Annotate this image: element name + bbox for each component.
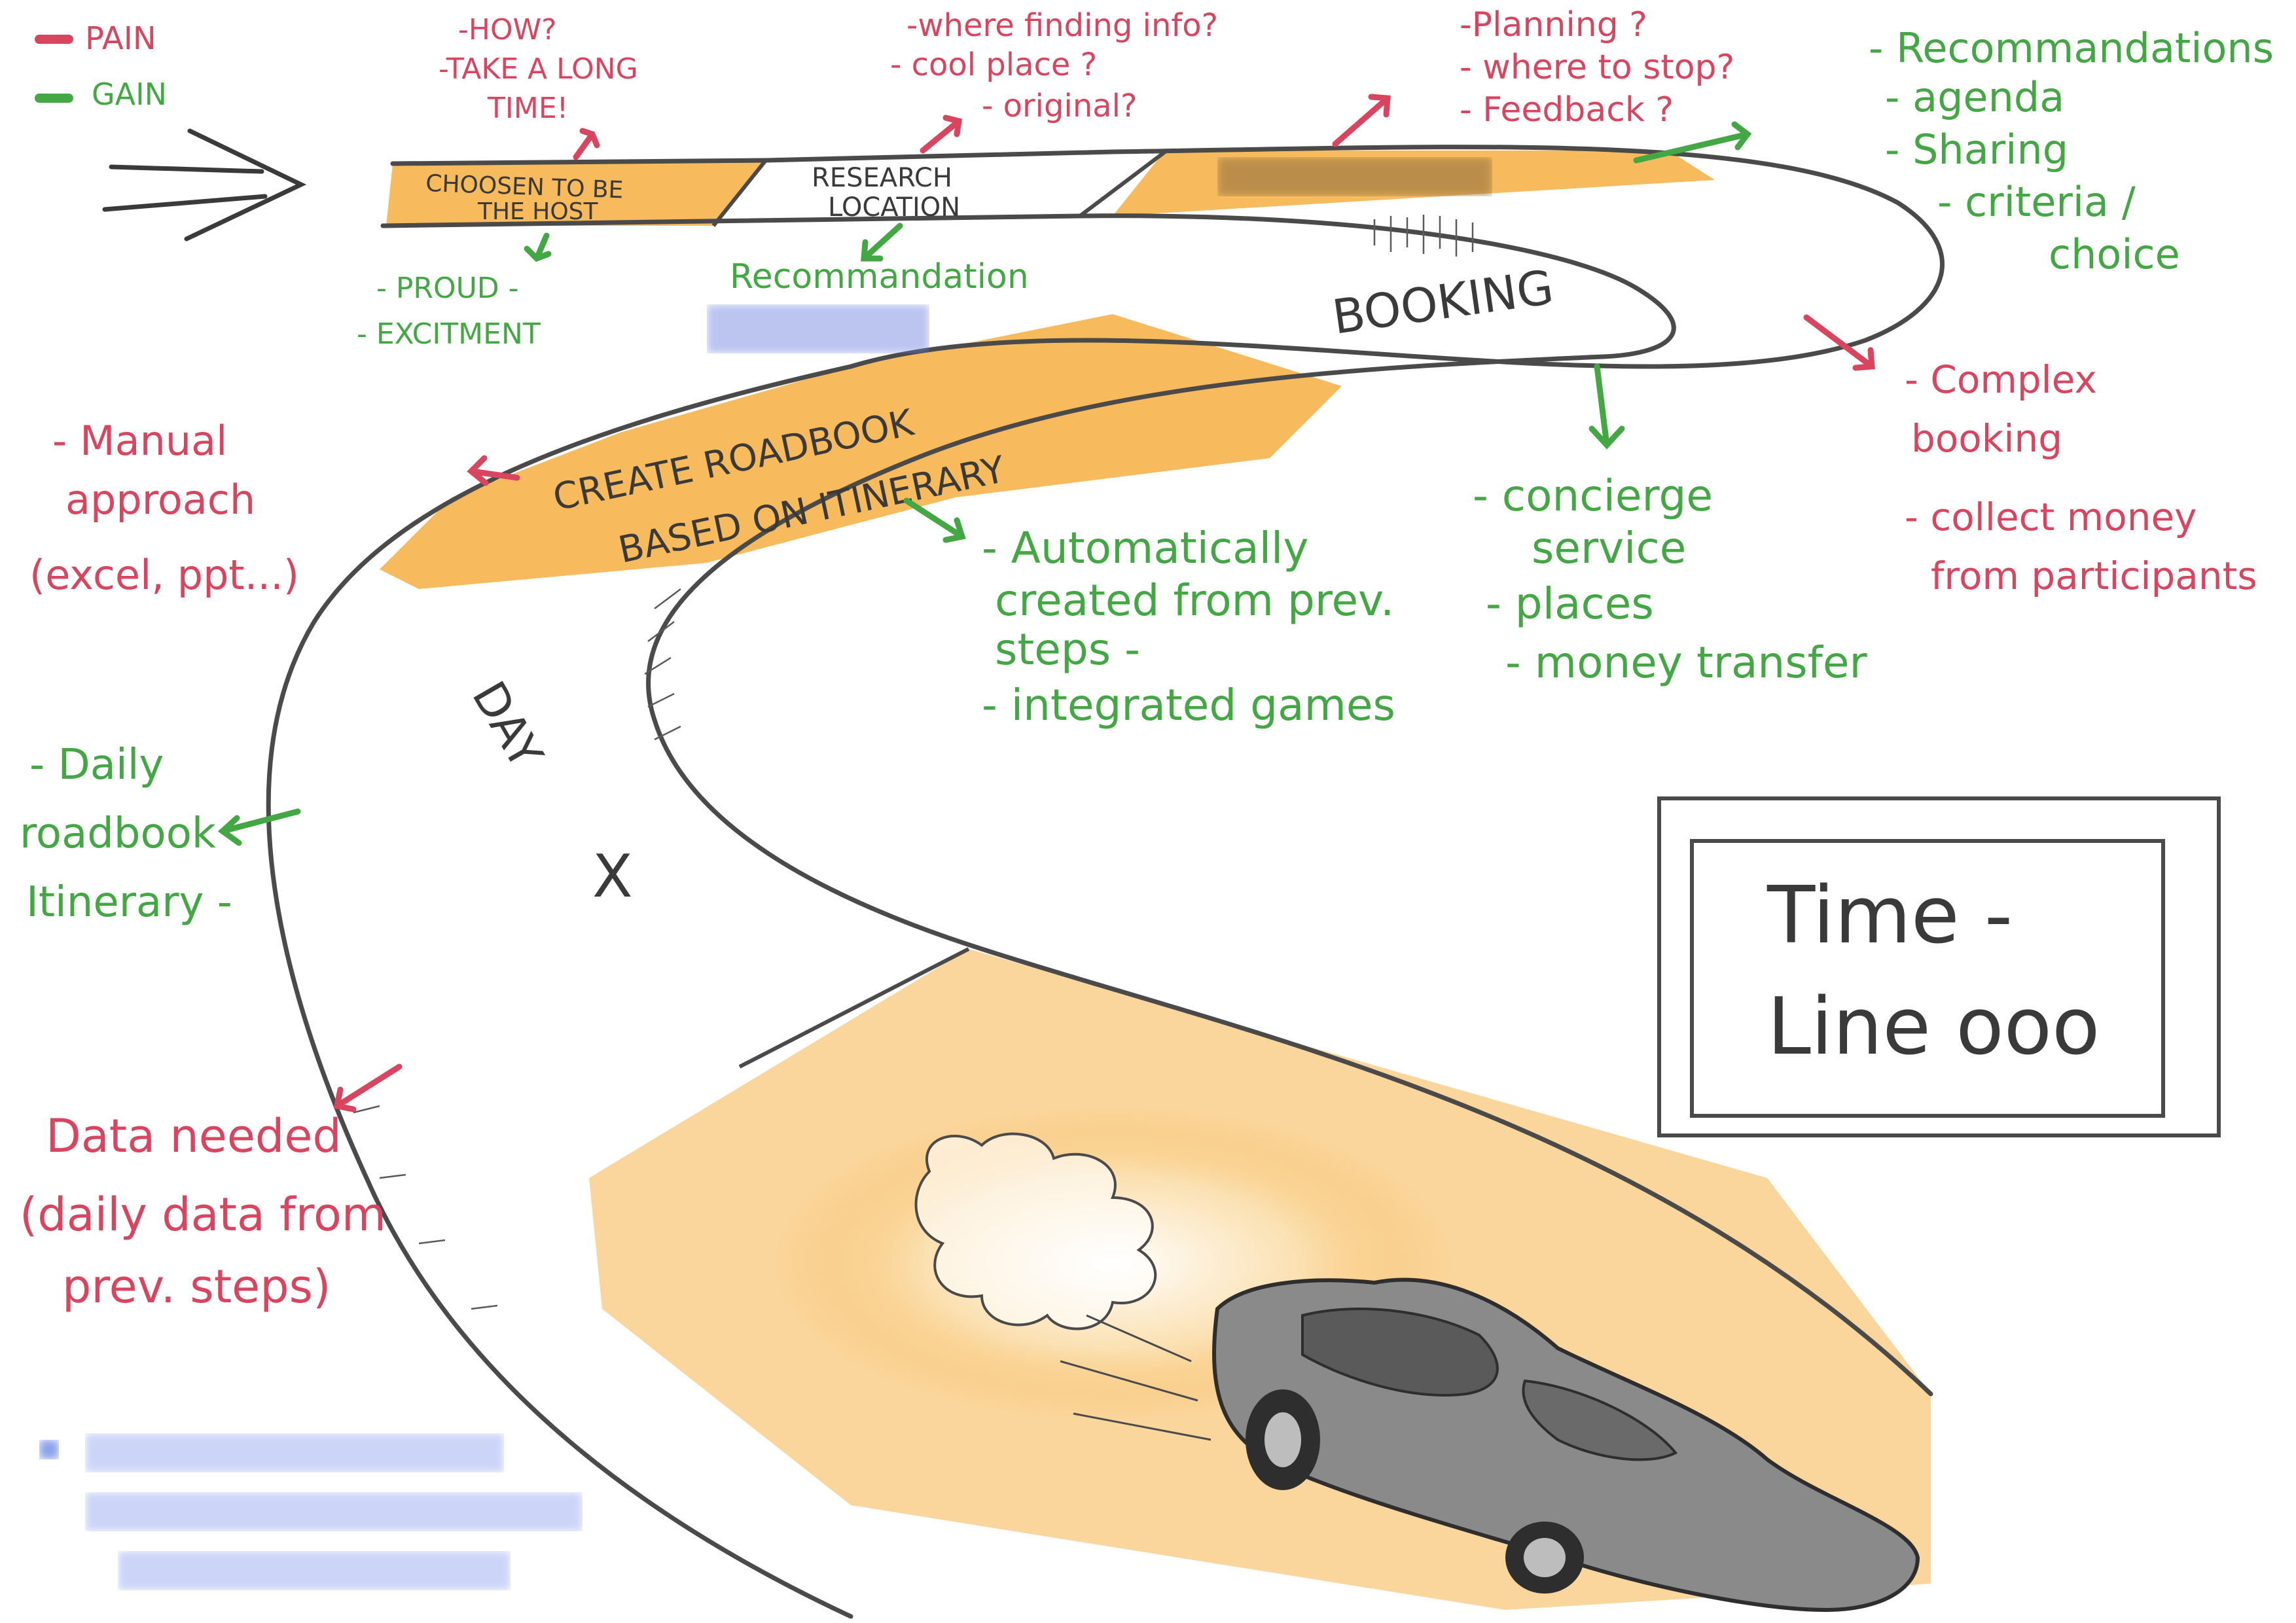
- gain-note: roadbook: [20, 810, 216, 858]
- gain-note: - criteria /: [1937, 178, 2136, 226]
- pain-notes-roadbook: - Manual approach (excel, ppt...): [29, 417, 299, 599]
- legend: PAIN GAIN: [35, 20, 167, 112]
- stage-chosen-label-2: THE HOST: [477, 198, 599, 225]
- stage-research: RESEARCH LOCATION: [812, 163, 960, 223]
- stage-day-suffix: X: [592, 842, 633, 911]
- gain-note: - PROUD -: [376, 272, 519, 305]
- gain-note: steps -: [995, 624, 1140, 675]
- pain-note: - where to stop?: [1460, 48, 1734, 87]
- pain-note: (excel, ppt...): [29, 551, 299, 599]
- gain-legend-label: GAIN: [92, 77, 167, 112]
- gain-note: - places: [1486, 579, 1654, 629]
- gain-note: Recommandation: [730, 257, 1029, 296]
- pain-note: Data needed: [46, 1109, 342, 1163]
- pain-notes-research: -where finding info? - cool place ? - or…: [890, 7, 1218, 124]
- stage-highlight-roadbook: [380, 314, 1342, 589]
- gain-note: - Sharing: [1885, 126, 2068, 173]
- gain-notes-day: - Daily roadbook Itinerary -: [20, 741, 232, 927]
- gain-notes-booking-mid: - concierge service - places - money tra…: [1473, 471, 1867, 688]
- pain-note: - cool place ?: [890, 46, 1097, 83]
- road-hatch: [353, 215, 1474, 1310]
- pain-note: - original?: [982, 88, 1137, 124]
- pain-legend-label: PAIN: [85, 20, 156, 57]
- stage-research-label-2: LOCATION: [828, 192, 960, 223]
- pain-note: (daily data from: [20, 1188, 386, 1241]
- pain-note: - Manual: [52, 417, 227, 465]
- start-arrow-icon: [102, 128, 307, 241]
- gain-note: - Recommandations: [1869, 24, 2274, 72]
- redacted-footnote: [39, 1433, 583, 1590]
- gain-note: - integrated games: [982, 680, 1395, 730]
- timeline-label-1: Time -: [1767, 870, 2013, 961]
- gain-note: - money transfer: [1505, 637, 1867, 688]
- redacted-logo: [707, 304, 929, 353]
- pain-note: -Planning ?: [1460, 5, 1647, 45]
- pain-note: -HOW?: [458, 13, 556, 46]
- pain-notes-booking-right: - Complex booking - collect money from p…: [1905, 357, 2257, 598]
- gain-note: - Automatically: [982, 523, 1308, 573]
- gain-notes-roadbook: - Automatically created from prev. steps…: [982, 523, 1395, 730]
- pain-notes-booking-top: -Planning ? - where to stop? - Feedback …: [1460, 5, 1734, 130]
- pain-note: prev. steps): [62, 1260, 331, 1313]
- pain-notes-day: Data needed (daily data from prev. steps…: [20, 1109, 386, 1313]
- gain-arrows: [217, 121, 1752, 846]
- pain-note: booking: [1911, 416, 2062, 461]
- pain-note: - Feedback ?: [1460, 90, 1674, 130]
- gain-notes-chosen: - PROUD - - EXCITMENT: [357, 272, 541, 351]
- pain-note: TIME!: [487, 92, 568, 125]
- gain-note: choice: [2049, 230, 2180, 278]
- stage-research-label-1: RESEARCH: [812, 163, 952, 193]
- gain-note: - agenda: [1885, 73, 2064, 121]
- pain-note: from participants: [1931, 554, 2257, 598]
- gain-note: - Daily: [29, 741, 164, 789]
- gain-note: Itinerary -: [26, 878, 232, 927]
- pain-note: -where finding info?: [906, 7, 1218, 44]
- stage-highlight-chosen: [386, 160, 766, 226]
- timeline-box: Time - Line ooo: [1657, 796, 2221, 1137]
- timeline-label-2: Line ooo: [1767, 982, 2100, 1073]
- pain-notes-chosen: -HOW? -TAKE A LONG TIME!: [439, 13, 638, 125]
- gain-note: - concierge: [1473, 471, 1713, 521]
- car-icon: [1060, 1277, 1920, 1613]
- pain-note: - collect money: [1905, 495, 2197, 539]
- pain-note: approach: [65, 476, 255, 524]
- gain-notes-research: Recommandation: [707, 257, 1029, 353]
- pain-note: -TAKE A LONG: [439, 52, 638, 86]
- gain-note: - EXCITMENT: [357, 317, 541, 351]
- gain-notes-booking-top: - Recommandations - agenda - Sharing - c…: [1869, 24, 2274, 278]
- pain-arrows: [333, 94, 1875, 1113]
- pain-note: - Complex: [1905, 357, 2097, 402]
- stage-day-label: DAY: [461, 673, 553, 778]
- stage-day: DAY X: [461, 673, 632, 912]
- stage-booking-label: BOOKING: [1329, 259, 1557, 344]
- redacted-label: [1217, 157, 1492, 196]
- gain-note: created from prev.: [995, 575, 1394, 626]
- smoke-cloud-icon: [914, 1132, 1157, 1330]
- gain-note: service: [1532, 523, 1686, 573]
